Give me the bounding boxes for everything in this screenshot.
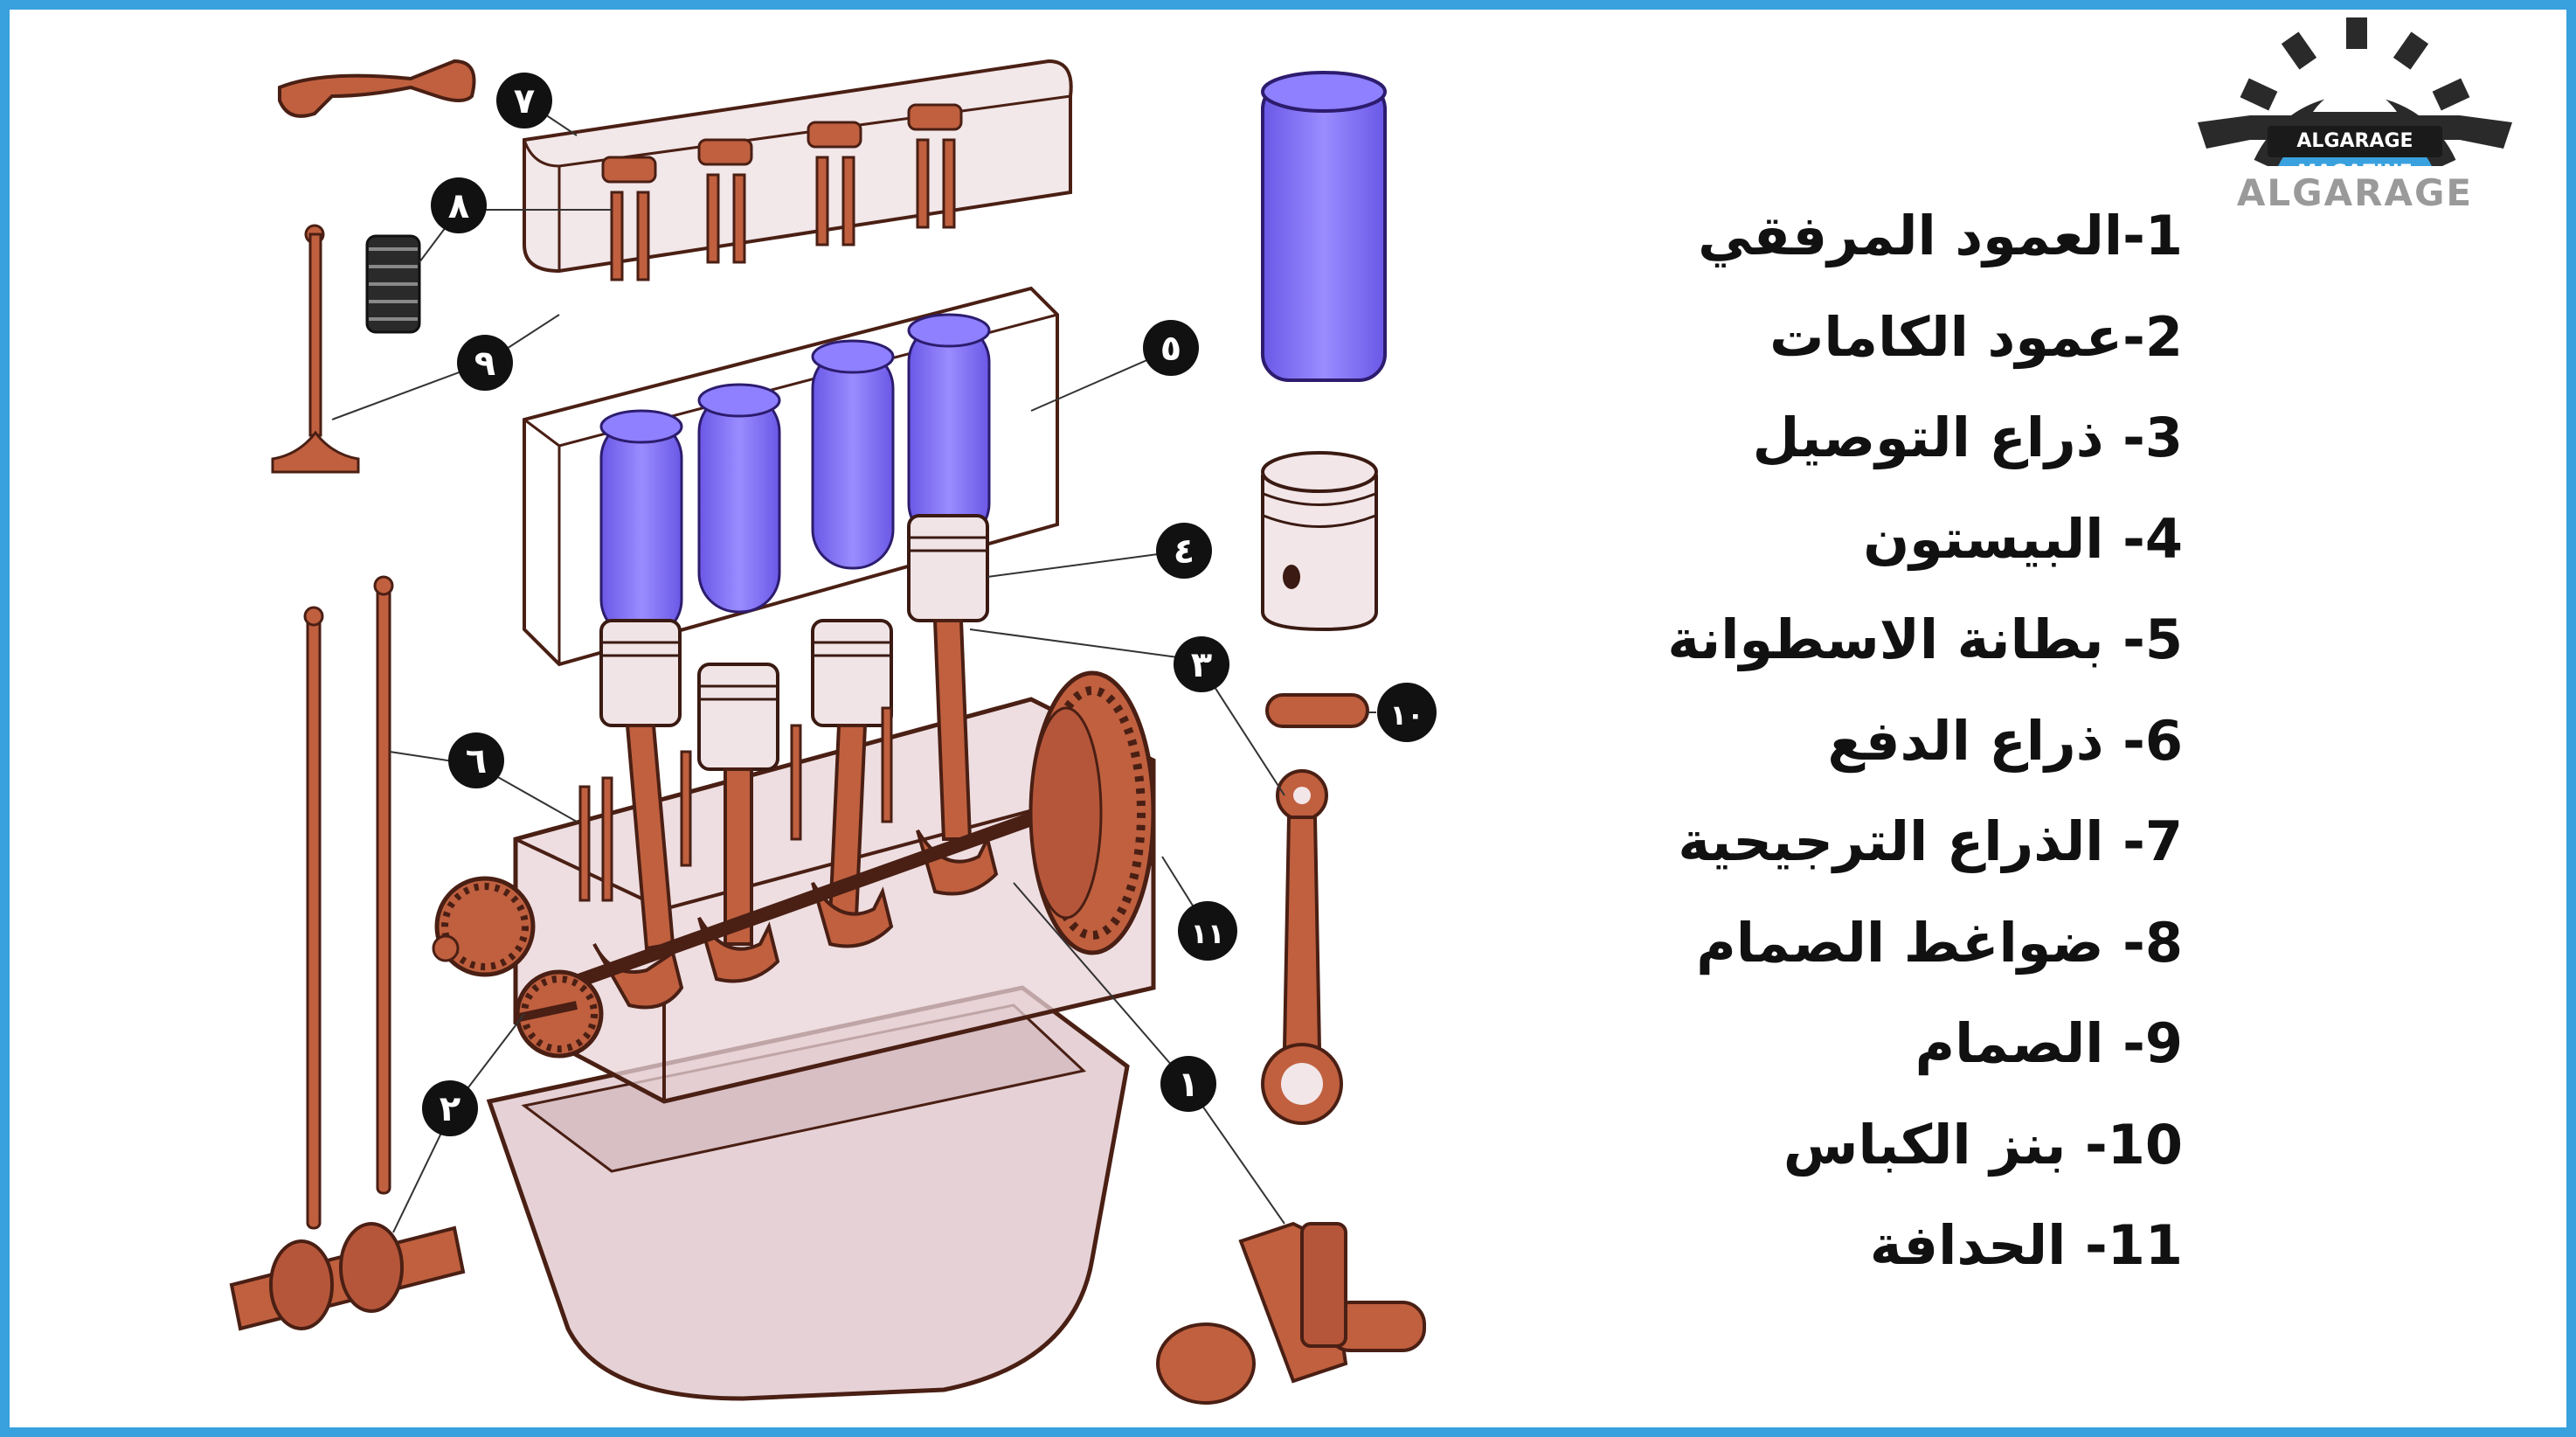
callout-9: ٩ [457, 335, 513, 391]
piston-pin-part [1265, 693, 1369, 728]
legend-item-5: 5- بطانة الاسطوانة [1667, 607, 2183, 671]
parts-legend: 1-العمود المرفقي 2-عمود الكامات 3- ذراع … [1309, 185, 2183, 1296]
timing-gears [432, 876, 604, 1059]
legend-item-10: 10- بنز الكباس [1783, 1112, 2183, 1177]
rocker-arms-installed [601, 103, 963, 281]
logo-brand-text: ALGARAGE [2236, 171, 2474, 214]
piston-part [1261, 451, 1378, 632]
svg-text:١١: ١١ [1190, 917, 1224, 950]
logo-ribbon-text: ALGARAGE MAGAZINE [2268, 126, 2442, 184]
svg-text:١: ١ [1178, 1065, 1199, 1105]
algarage-logo: ALGARAGE MAGAZINE ALGARAGE [2198, 17, 2512, 227]
legend-item-7: 7- الذراع الترجيحية [1678, 809, 2183, 873]
callout-11: ١١ [1178, 901, 1237, 961]
callout-8: ٨ [431, 177, 487, 233]
crankshaft-installed [557, 806, 1051, 1010]
callout-2: ٢ [422, 1080, 478, 1136]
callout-5: ٥ [1143, 320, 1199, 376]
cylinder-liners-installed [599, 313, 991, 640]
rocker-arm-part [278, 59, 476, 118]
legend-item-8: 8- ضواغط الصمام [1696, 910, 2183, 975]
legend-item-6: 6- ذراع الدفع [1827, 708, 2183, 773]
flywheel [1028, 670, 1156, 955]
legend-item-11: 11- الحدافة [1869, 1213, 2183, 1277]
legend-item-3: 3- ذراع التوصيل [1752, 406, 2183, 469]
callout-1: ١ [1160, 1056, 1216, 1112]
callout-markers: ١ ٢ ٣ ٤ ٥ ٦ ٧ ٨ ٩ ١٠ ١١ [422, 73, 1437, 1136]
callout-10: ١٠ [1377, 683, 1437, 742]
callout-7: ٧ [496, 73, 552, 128]
pushrod-parts [303, 575, 394, 1230]
legend-item-9: 9- الصمام [1915, 1011, 2183, 1075]
legend-item-1: 1-العمود المرفقي [1698, 204, 2183, 267]
legend-item-4: 4- البيستون [1863, 506, 2183, 571]
connecting-rods-installed [625, 619, 973, 951]
crankshaft-part [1156, 1221, 1426, 1405]
camshaft-part [229, 1222, 466, 1331]
callout-3: ٣ [1174, 636, 1229, 692]
svg-text:٢: ٢ [440, 1089, 460, 1129]
valve-part [271, 224, 360, 474]
svg-text:٣: ٣ [1191, 645, 1212, 685]
svg-text:٦: ٦ [466, 741, 487, 781]
pushrods-installed [578, 706, 893, 902]
svg-text:٤: ٤ [1174, 531, 1195, 572]
legend-item-2: 2-عمود الكامات [1769, 304, 2183, 369]
pistons-installed [599, 514, 989, 771]
cylinder-liner-part [1261, 71, 1387, 382]
svg-text:٩: ٩ [474, 344, 495, 384]
svg-text:٥: ٥ [1160, 329, 1181, 369]
valve-spring-part [365, 234, 421, 334]
svg-text:١٠: ١٠ [1389, 698, 1423, 732]
connecting-rod-part [1261, 769, 1343, 1125]
callout-6: ٦ [448, 732, 504, 788]
svg-text:٨: ٨ [448, 186, 469, 226]
callout-4: ٤ [1156, 523, 1212, 579]
svg-text:٧: ٧ [514, 81, 535, 121]
